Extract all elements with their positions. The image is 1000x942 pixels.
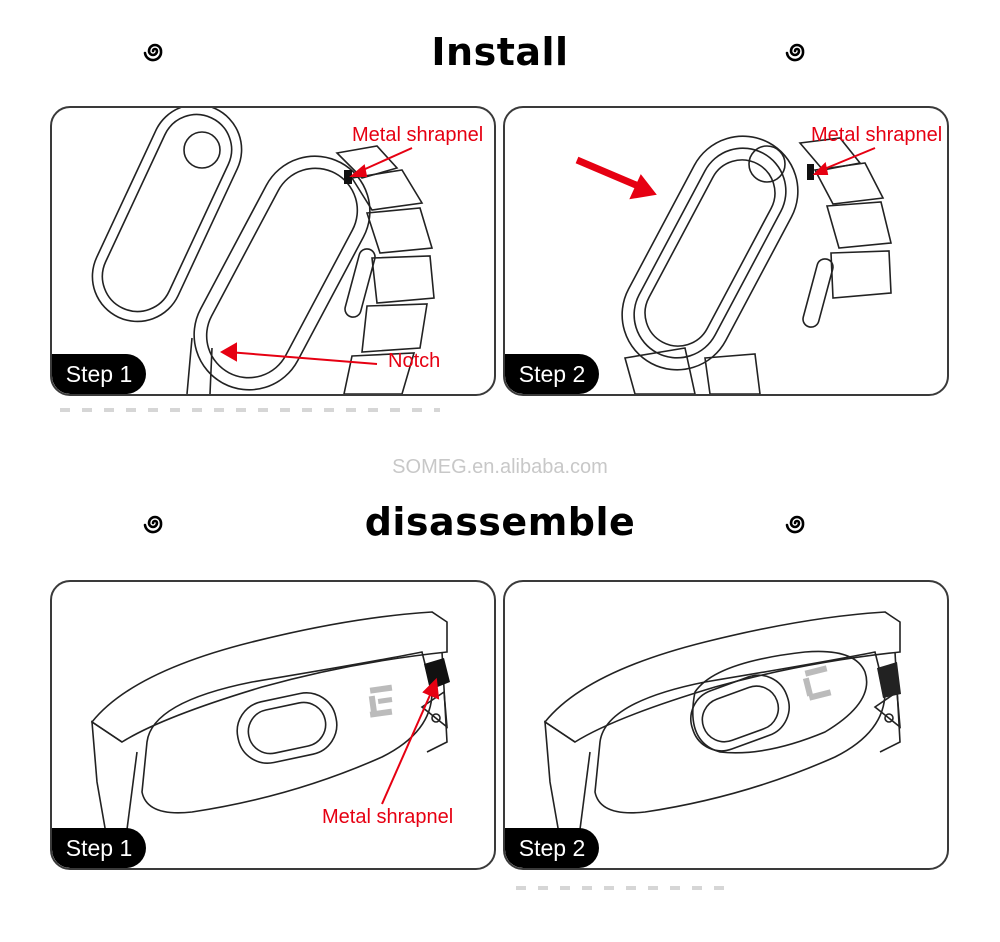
step-badge: Step 1 (52, 828, 146, 868)
install-step2-panel: Metal shrapnel Step 2 (503, 106, 949, 396)
swirl-ornament-icon (785, 515, 805, 534)
swirl-ornament-icon (785, 43, 805, 62)
step-badge: Step 2 (505, 828, 599, 868)
disassemble-title: disassemble (364, 500, 636, 544)
metal-shrapnel-label: Metal shrapnel (322, 806, 454, 828)
swirl-ornament-icon (143, 43, 163, 62)
watermark: SOMEG.en.alibaba.com (392, 456, 608, 478)
step-badge: Step 2 (505, 354, 599, 394)
band-illustration (575, 135, 892, 394)
band-illustration (91, 108, 435, 394)
disassemble-step2-panel: Step 2 (503, 580, 949, 870)
install-title: Install (431, 30, 569, 74)
metal-shrapnel-label: Metal shrapnel (811, 124, 943, 146)
faint-strip (60, 408, 440, 412)
metal-shrapnel-label: Metal shrapnel (352, 124, 484, 146)
notch-label: Notch (388, 350, 441, 372)
swirl-ornament-icon (143, 515, 163, 534)
faint-strip (516, 886, 726, 890)
disassemble-step1-panel: Metal shrapnel Step 1 (50, 580, 496, 870)
band-illustration (90, 611, 450, 868)
install-step1-panel: Metal shrapnel Notch Step 1 (50, 106, 496, 396)
step-badge: Step 1 (52, 354, 146, 394)
band-illustration (543, 611, 901, 868)
